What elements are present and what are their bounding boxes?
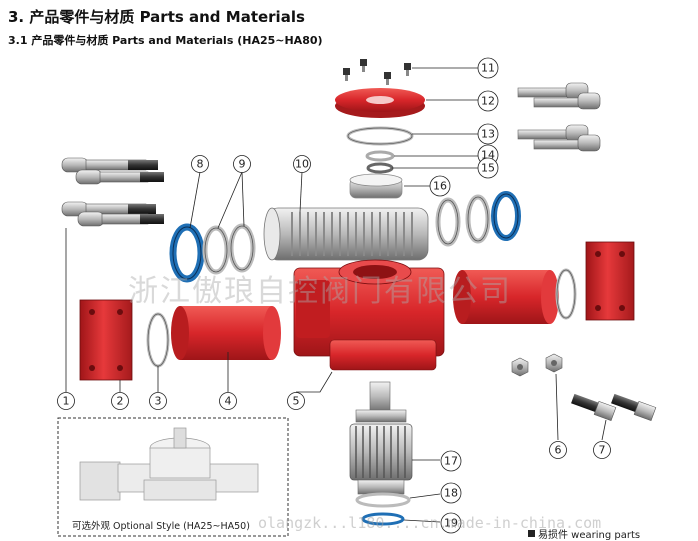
callout-3 xyxy=(149,392,167,410)
part-19-ring xyxy=(361,512,405,526)
part-10-pistons xyxy=(263,207,429,261)
callout-15-label: 15 xyxy=(481,162,495,175)
part-15-ring xyxy=(366,162,394,174)
callout-3-label: 3 xyxy=(155,395,162,408)
callout-16-label: 16 xyxy=(433,180,447,193)
callout-13-label: 13 xyxy=(481,128,495,141)
callouts xyxy=(57,57,611,534)
callout-17 xyxy=(440,450,462,472)
part-12-cap xyxy=(335,88,425,118)
part-2-endcap-left xyxy=(79,299,133,381)
callout-16 xyxy=(429,175,451,197)
callout-19-label: 19 xyxy=(444,517,458,530)
callout-5 xyxy=(287,392,305,410)
callout-4 xyxy=(219,392,237,410)
callout-12-label: 12 xyxy=(481,95,495,108)
optional-style-box xyxy=(57,417,289,537)
right-rings xyxy=(435,191,521,247)
callout-14-label: 14 xyxy=(481,149,495,162)
endcap-right xyxy=(585,241,635,321)
part-3-ring xyxy=(146,312,170,368)
callout-4-label: 4 xyxy=(225,395,232,408)
wearing-parts-swatch xyxy=(528,530,535,537)
callout-13 xyxy=(477,123,499,145)
callout-8 xyxy=(191,155,209,173)
part-4-cylinder xyxy=(171,306,281,360)
watermark-site: olangzk...l180....cn.made-in-china.com xyxy=(258,514,602,532)
part-13-ring xyxy=(346,126,414,146)
callout-19 xyxy=(440,512,462,534)
callout-18 xyxy=(440,482,462,504)
optional-style-caption: 可选外观 Optional Style (HA25~HA50) xyxy=(72,521,250,532)
watermark-company: 浙江傲琅自控阀门有限公司 xyxy=(128,274,512,309)
part-8-seal xyxy=(169,223,205,283)
callout-2 xyxy=(111,392,129,410)
cover-bolts-left xyxy=(61,157,164,227)
callout-1 xyxy=(57,392,75,410)
part-7-bolts xyxy=(571,393,657,422)
page-title: 3. 产品零件与材质 Parts and Materials xyxy=(8,8,305,26)
callout-6 xyxy=(549,441,567,459)
callout-8-label: 8 xyxy=(197,158,204,171)
right-cylinder xyxy=(453,270,559,324)
section-subtitle: 3.1 产品零件与材质 Parts and Materials (HA25~HA… xyxy=(8,34,323,47)
part-5-body xyxy=(293,259,445,371)
part-17-pinion xyxy=(349,381,413,495)
callout-5-label: 5 xyxy=(293,395,300,408)
callout-17-label: 17 xyxy=(444,455,458,468)
callout-1-label: 1 xyxy=(63,395,70,408)
part-11-screws xyxy=(343,59,411,85)
callout-10 xyxy=(293,155,311,173)
part-16-cam xyxy=(349,173,403,199)
callout-7-label: 7 xyxy=(599,444,606,457)
part-6-nuts xyxy=(511,353,563,377)
callout-15 xyxy=(477,157,499,179)
callout-2-label: 2 xyxy=(117,395,124,408)
right-ring xyxy=(555,268,577,320)
callout-9-label: 9 xyxy=(239,158,246,171)
callout-10-label: 10 xyxy=(295,158,309,171)
callout-12 xyxy=(477,90,499,112)
wearing-parts-legend: 易损件 wearing parts xyxy=(538,530,641,541)
callout-9 xyxy=(233,155,251,173)
callout-18-label: 18 xyxy=(444,487,458,500)
callout-11 xyxy=(477,57,499,79)
callout-7 xyxy=(593,441,611,459)
callout-11-label: 11 xyxy=(481,62,495,75)
cover-bolts-right xyxy=(517,82,601,152)
leader-lines xyxy=(65,67,607,523)
callout-6-label: 6 xyxy=(555,444,562,457)
part-9-rings xyxy=(202,223,256,275)
part-18-ring xyxy=(355,492,411,508)
callout-numbers: 1 2 3 4 5 6 7 8 9 10 11 12 13 14 15 16 1… xyxy=(63,62,606,530)
part-14-ring xyxy=(365,150,395,162)
